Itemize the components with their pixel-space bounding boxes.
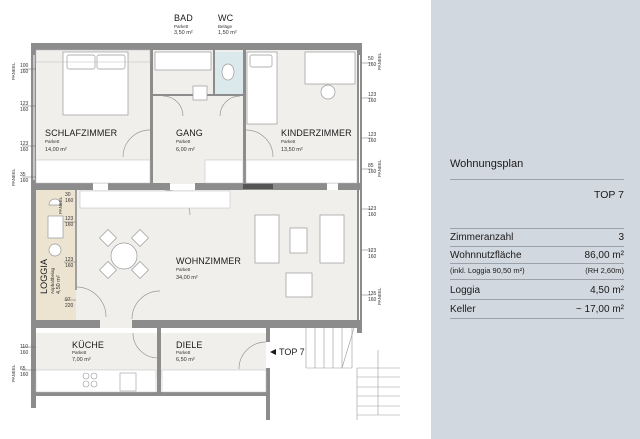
- room-area-diele: 6,50 m²: [176, 357, 195, 363]
- panel-label-left-2: PANEEL: [11, 168, 16, 186]
- divider: [450, 279, 624, 280]
- room-name-kueche: KÜCHE: [72, 340, 105, 350]
- entrance-label: TOP 7: [279, 347, 305, 357]
- info-row-incl-loggia: (inkl. Loggia 90,50 m²) (RH 2,60m): [450, 266, 624, 275]
- info-value: 3: [618, 232, 624, 243]
- room-name-gang: GANG: [176, 128, 203, 138]
- room-area-wohnzimmer: 34,00 m²: [176, 275, 198, 281]
- panel-label-right-3: PANEEL: [377, 287, 382, 305]
- room-floor-schlafzimmer: Parkett: [45, 139, 60, 144]
- panel-label-right-2: PANEEL: [377, 159, 382, 177]
- panel-label-left-1: PANEEL: [11, 62, 16, 80]
- room-name-kinderzimmer: KINDERZIMMER: [281, 128, 352, 138]
- panel-label-left-3: PANEEL: [11, 364, 16, 382]
- unit-label: TOP 7: [594, 189, 624, 201]
- room-name-diele: DIELE: [176, 340, 203, 350]
- room-name-wc: WC: [218, 13, 234, 23]
- room-area-schlafzimmer: 14,00 m²: [45, 147, 67, 153]
- divider: [450, 179, 624, 180]
- room-name-schlafzimmer: SCHLAFZIMMER: [45, 128, 118, 138]
- room-area-gang: 6,00 m²: [176, 147, 195, 153]
- panel-label-right-1: PANEEL: [377, 52, 382, 70]
- info-value: 86,00 m²: [584, 250, 624, 261]
- info-label: Zimmeranzahl: [450, 232, 514, 243]
- info-value: (RH 2,60m): [585, 266, 624, 275]
- room-floor-kinderzimmer: Parkett: [281, 139, 296, 144]
- divider: [450, 263, 624, 264]
- room-area-loggia: 4,50 m²: [55, 275, 62, 294]
- room-name-wohnzimmer: WOHNZIMMER: [176, 256, 241, 266]
- room-name-bad: BAD: [174, 13, 193, 23]
- info-label: Keller: [450, 304, 476, 315]
- room-area-bad: 3,50 m²: [174, 30, 193, 36]
- room-floor-bad: Parkett: [174, 24, 189, 29]
- floor-plan-drawing: [22, 43, 400, 420]
- info-label: Wohnnutzfläche: [450, 250, 522, 261]
- room-floor-wohnzimmer: Parkett: [176, 267, 191, 272]
- divider: [450, 228, 624, 229]
- info-row-living-area: Wohnnutzfläche 86,00 m²: [450, 250, 624, 261]
- info-value: 4,50 m²: [590, 285, 624, 296]
- info-value: ~ 17,00 m²: [575, 304, 624, 315]
- info-row-loggia: Loggia 4,50 m²: [450, 285, 624, 296]
- room-area-kinderzimmer: 13,50 m²: [281, 147, 303, 153]
- divider: [450, 318, 624, 319]
- room-floor-diele: Parkett: [176, 350, 191, 355]
- room-area-kueche: 7,00 m²: [72, 357, 91, 363]
- info-row-keller: Keller ~ 17,00 m²: [450, 304, 624, 315]
- info-panel: Wohnungsplan TOP 7 Zimmeranzahl 3 Wohnnu…: [431, 0, 640, 439]
- info-label: (inkl. Loggia 90,50 m²): [450, 266, 525, 275]
- panel-label-loggia: PANEEL: [58, 196, 63, 214]
- info-title: Wohnungsplan: [450, 158, 524, 170]
- room-floor-loggia: Asphaltbelag: [50, 267, 55, 294]
- divider: [450, 299, 624, 300]
- room-floor-kueche: Parkett: [72, 350, 87, 355]
- room-name-loggia: LOGGIA: [39, 258, 49, 294]
- info-row-rooms: Zimmeranzahl 3: [450, 232, 624, 243]
- room-floor-gang: Parkett: [176, 139, 191, 144]
- room-area-wc: 1,50 m²: [218, 30, 237, 36]
- divider: [450, 246, 624, 247]
- loggia-label-group: LOGGIA Asphaltbelag 4,50 m²: [39, 258, 62, 294]
- room-floor-wc: Beläge: [218, 24, 233, 29]
- info-label: Loggia: [450, 285, 481, 296]
- floor-plan: BAD Parkett 3,50 m² WC Beläge 1,50 m² SC…: [11, 13, 400, 420]
